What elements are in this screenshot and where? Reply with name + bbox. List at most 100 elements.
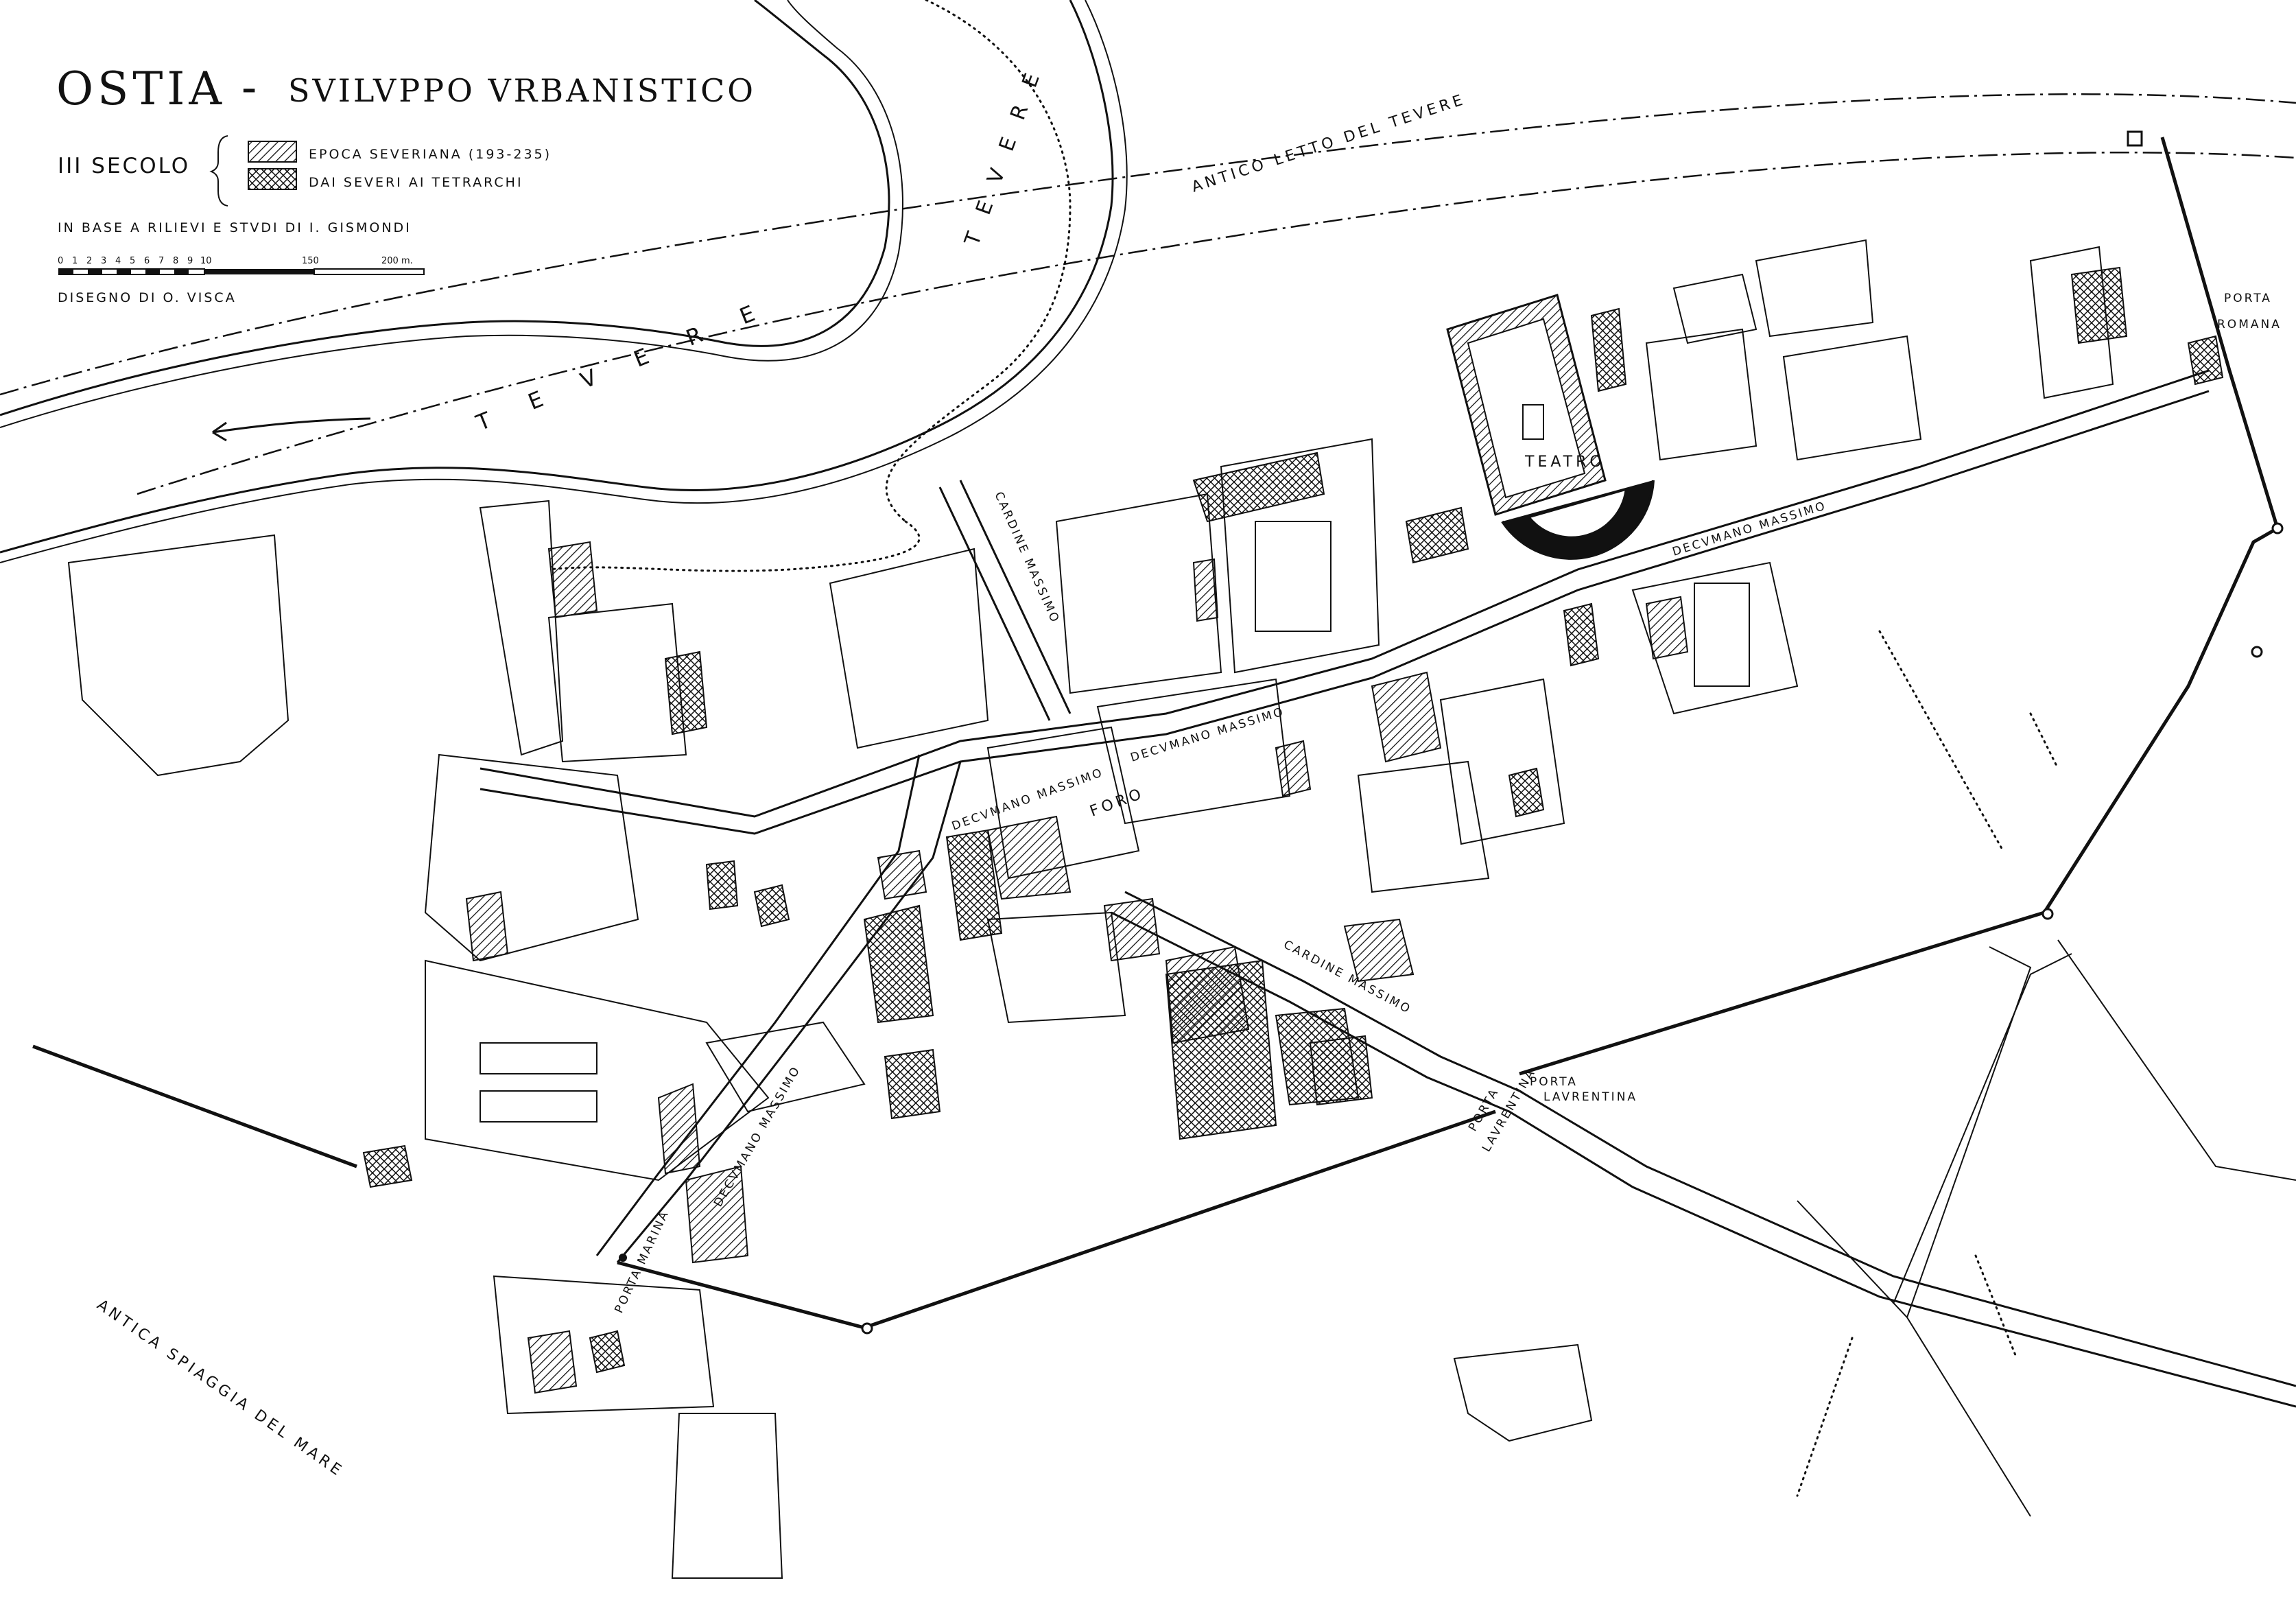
label-beach: ANTICA SPIAGGIA DEL MARE [94, 1296, 347, 1481]
building-blocks [67, 239, 2114, 1579]
hatch-area [547, 541, 598, 619]
title-sub: SVILVPPO VRBANISTICO [288, 72, 756, 109]
scale-segment [145, 269, 160, 274]
hatch-area [527, 1330, 578, 1394]
ancient-bed-south-line [137, 152, 2296, 495]
cross-area [1192, 451, 1325, 523]
cross-area [362, 1144, 413, 1188]
cardo-north-edge-a [959, 480, 1072, 714]
title-block: OSTIA - SVILVPPO VRBANISTICO [56, 61, 756, 115]
cross-area [1165, 959, 1277, 1140]
label-porta-romana-2: ROMANA [2217, 318, 2282, 331]
block-nw [67, 534, 289, 777]
label-cardo-north: CARDINE MASSIMO [991, 490, 1062, 626]
cross-area [1563, 602, 1600, 667]
decumanus-north-edge [480, 369, 2210, 818]
label-decumanus-east: DECVMANO MASSIMO [1671, 499, 1829, 559]
label-ancient-bed: ANTICO LETTO DEL TEVERE [1190, 91, 1468, 196]
legend-swatch-cross [248, 168, 297, 190]
road-south-3 [1906, 946, 2032, 1318]
river-bank-north-inner [0, 0, 903, 428]
legend-century: III SECOLO [58, 154, 190, 178]
hatch-area [1371, 671, 1442, 763]
block-east-portico [1694, 583, 1750, 687]
hatch-area [986, 815, 1072, 900]
temple-portico [1255, 521, 1332, 632]
wall-east [1519, 137, 2280, 1076]
place-labels: TEVERE T E V E R E ANTICO LETTO DEL TEVE… [94, 64, 2282, 1481]
cross-area [1508, 767, 1545, 818]
cross-area [1590, 307, 1627, 392]
tetrarch-areas [362, 266, 2224, 1374]
scale-200-label: 200 m. [381, 256, 413, 266]
scale-segment [117, 269, 131, 274]
decumanus-sw-edge-b [595, 754, 921, 1256]
label-porta-romana-1: PORTA [2224, 292, 2272, 305]
wall-tower-square [2127, 130, 2143, 147]
current-arrow-shaft [212, 417, 371, 434]
ancient-bank-dotted [885, 0, 1072, 523]
hatch-area [1192, 558, 1219, 622]
ancient-bank-dotted-lower [547, 520, 921, 572]
scale-bar-end [313, 268, 425, 275]
cross-area [2070, 266, 2128, 344]
scale-150-label: 150 [302, 256, 319, 266]
theatre [1446, 294, 1655, 560]
scale-tick-label: 3 [101, 256, 106, 266]
block-basin-1 [480, 1042, 597, 1074]
scale-bar-major [204, 269, 314, 274]
legend-swatch-hatch [248, 141, 297, 163]
tiber-river [0, 0, 2296, 572]
scale-tick-label: 2 [86, 256, 92, 266]
block-porta-marina [493, 1275, 715, 1415]
block-north-mid [1055, 493, 1222, 694]
cross-area [1405, 506, 1469, 564]
river-bank-north-outer [0, 0, 890, 416]
block-granaries [479, 500, 564, 756]
road-south-2 [1893, 953, 2072, 1304]
wall-west [32, 1044, 357, 1168]
theatre-orchestra [1528, 490, 1627, 539]
scale-segment [59, 269, 73, 274]
scale-tick-label: 10 [200, 256, 212, 266]
path-dotted-4 [2029, 712, 2059, 770]
cardo-south-edge-b [1111, 911, 2296, 1408]
scale-tick-label: 9 [187, 256, 193, 266]
hatch-area [685, 1165, 749, 1264]
block-south-1 [705, 1021, 866, 1113]
block-forum-e [1096, 678, 1291, 825]
legend-brace [209, 135, 228, 207]
path-dotted-3 [1878, 630, 2004, 852]
cross-area [589, 1330, 626, 1374]
cross-area [863, 904, 934, 1024]
block-central-w [547, 602, 687, 763]
scale-segment [88, 269, 102, 274]
cross-area [664, 650, 708, 736]
block-ne-3 [1755, 239, 1874, 338]
hatch-area [877, 849, 927, 900]
title-separator: - [241, 61, 261, 114]
block-west-2 [425, 959, 770, 1182]
label-decumanus-mid: DECVMANO MASSIMO [1129, 705, 1287, 765]
decumanus-south-edge [480, 390, 2210, 835]
cardo-north-edge-b [938, 486, 1051, 721]
hatch-area [1275, 740, 1312, 797]
scale-tick-label: 0 [58, 256, 63, 266]
hatch-area [465, 891, 509, 962]
path-dotted-1 [1974, 1254, 2018, 1360]
hatch-area [1343, 918, 1415, 983]
scale-tick-label: 5 [130, 256, 135, 266]
block-se-1 [1439, 678, 1565, 845]
block-ne-4 [1672, 273, 1757, 344]
path-dotted-2 [1796, 1337, 1854, 1497]
block-east-1 [1631, 561, 1799, 715]
ancient-bed-north-line [0, 93, 2296, 396]
block-baths-marina [671, 1413, 783, 1579]
scale-tick-label: 6 [144, 256, 150, 266]
label-porta-laurentina-1: PORTA [1530, 1075, 1578, 1089]
wall-tower [2041, 908, 2054, 920]
scale-segment [174, 269, 189, 274]
legend-item-tetrarchs: DAI SEVERI AI TETRARCHI [309, 175, 523, 190]
